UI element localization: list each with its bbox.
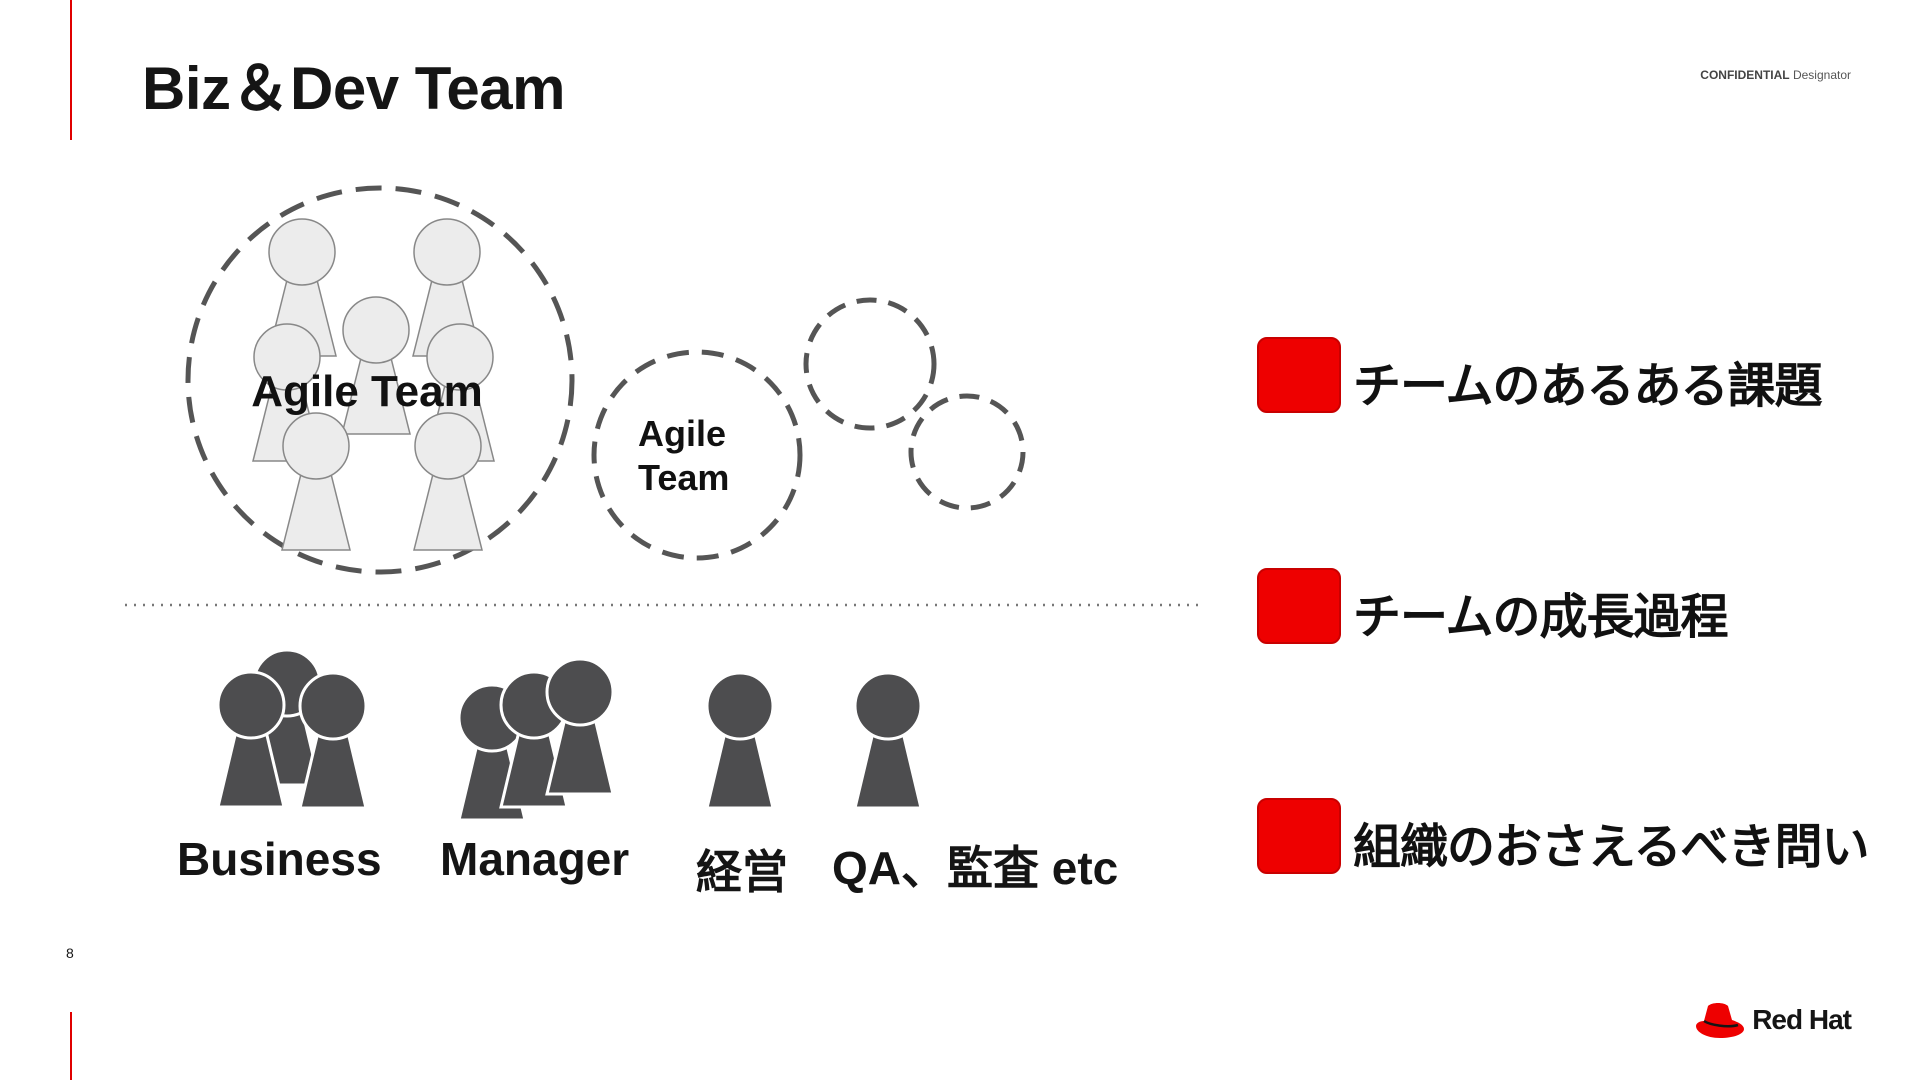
bullet-text-2: チームの成長過程 bbox=[1353, 591, 1729, 644]
agile-team-small-label-line1: Agile bbox=[638, 413, 726, 454]
red-hat-fedora-icon bbox=[1696, 1003, 1745, 1038]
slide-title: Biz＆Dev Team bbox=[142, 55, 566, 122]
forming-team-circle-2 bbox=[908, 393, 1026, 511]
executive-person-icon bbox=[705, 671, 775, 810]
red-hat-logo-text: Red Hat bbox=[1752, 1004, 1852, 1035]
confidential-designator: CONFIDENTIAL Designator bbox=[1700, 68, 1851, 82]
top-accent-line bbox=[70, 0, 72, 140]
qa-audit-person-icon bbox=[853, 671, 923, 810]
agile-team-small-circle bbox=[591, 349, 803, 561]
agile-team-large-label: Agile Team bbox=[251, 367, 482, 416]
business-people-icon bbox=[216, 648, 368, 810]
agile-team-large-circle bbox=[185, 185, 575, 575]
designator-label: Designator bbox=[1792, 68, 1851, 82]
bullet-text-3: 組織のおさえるべき問い bbox=[1353, 821, 1870, 874]
group-label-manager: Manager bbox=[440, 833, 630, 885]
bullet-marker-1 bbox=[1257, 337, 1341, 413]
bottom-accent-line bbox=[70, 1012, 72, 1080]
agile-team-small-label-line2: Team bbox=[638, 457, 729, 498]
bullet-marker-3 bbox=[1257, 798, 1341, 874]
red-hat-logo: Red Hat bbox=[1694, 1000, 1852, 1040]
group-label-business: Business bbox=[177, 833, 382, 885]
group-label-executive: 経営 bbox=[696, 846, 788, 898]
manager-people-icon bbox=[457, 657, 615, 822]
page-number: 8 bbox=[66, 945, 74, 961]
bullet-text-1: チームのあるある課題 bbox=[1353, 360, 1823, 413]
forming-team-circle-1 bbox=[803, 297, 937, 431]
confidential-label: CONFIDENTIAL bbox=[1700, 68, 1790, 82]
group-label-qa-audit: QA、監査 etc bbox=[832, 842, 1119, 894]
bullet-marker-2 bbox=[1257, 568, 1341, 644]
